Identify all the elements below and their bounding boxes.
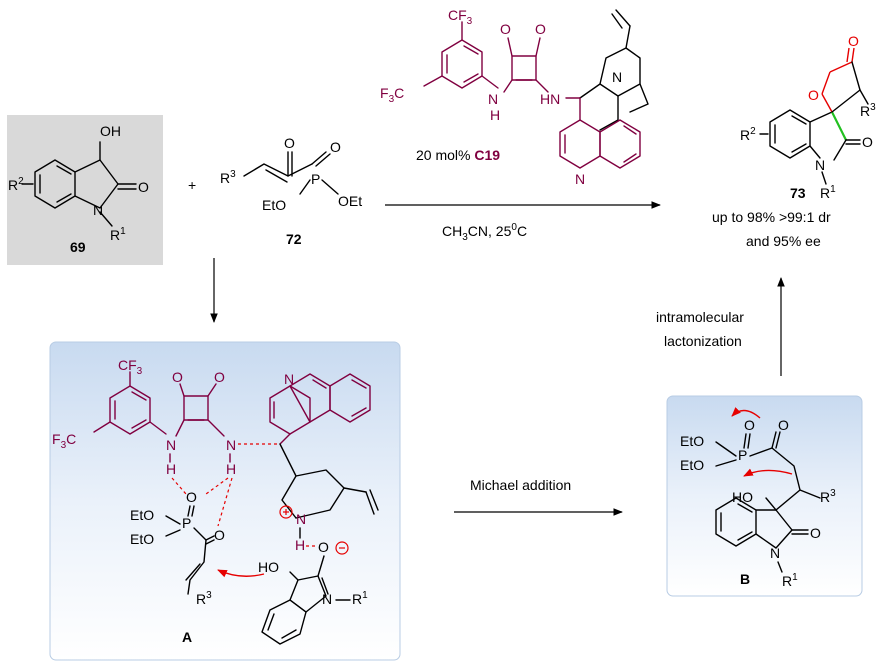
oh-label: OH	[100, 123, 121, 139]
squaramide-o1: O	[500, 21, 511, 37]
gray-box	[7, 115, 163, 265]
solvent-conditions: CH3CN, 250C	[442, 222, 527, 243]
r2-label: R2	[8, 176, 24, 193]
r1-label: R1	[110, 226, 126, 243]
n-bridge-label: N	[612, 69, 622, 85]
n-quinoline-label: N	[575, 171, 585, 187]
aryl-ring	[441, 39, 483, 89]
compound-72: R3 O P O OEt EtO 72	[220, 135, 362, 247]
transition-state-a: CF3 F3C O O N N H H N N	[49, 341, 401, 661]
b-o-ketone: O	[778, 417, 789, 433]
lactone-o-label: O	[848, 33, 859, 49]
a-o-ketone: O	[214, 527, 225, 543]
b-p: P	[738, 447, 747, 463]
a-r1: R1	[352, 590, 368, 607]
a-h2: H	[226, 461, 236, 477]
nh2-label: HN	[540, 91, 560, 107]
a-h1: H	[166, 461, 176, 477]
a-r3: R3	[196, 590, 212, 607]
a-n1: N	[166, 437, 176, 453]
a-cf3-left: F3C	[52, 431, 76, 451]
catalyst-loading: 20 mol% C19	[416, 147, 500, 163]
r3-label: R3	[860, 102, 876, 119]
minus-charge-icon	[335, 541, 349, 555]
b-ho: HO	[732, 489, 753, 505]
a-ho: HO	[258, 559, 279, 575]
catalyst-c19: CF3 F3C O O N H HN N N 20 mol% C19	[380, 7, 649, 187]
cf3-left-label: F3C	[380, 85, 404, 105]
a-n-quinoline: N	[284, 371, 294, 387]
b-curved-arrow-1	[731, 406, 761, 419]
b-o-amide: O	[810, 525, 821, 541]
b-n: N	[770, 545, 780, 561]
b-eto2: EtO	[680, 457, 704, 473]
result-line-1: up to 98% >99:1 dr	[712, 209, 831, 225]
o-label: O	[138, 179, 149, 195]
squaramide-o2: O	[535, 21, 546, 37]
b-o-p: O	[744, 417, 755, 433]
b-eto1: EtO	[680, 433, 704, 449]
product-73: O O O N R1 R2 R3 73 up to 98% >99:1 dr a…	[712, 33, 876, 249]
plus-charge-icon	[279, 505, 293, 519]
compound-label-72: 72	[286, 231, 302, 247]
p-label: P	[311, 171, 320, 187]
a-h3: H	[295, 537, 305, 553]
a-o-enol: O	[318, 539, 329, 555]
nh1-h-label: H	[490, 107, 500, 123]
a-eto2: EtO	[130, 531, 154, 547]
r3-label: R3	[220, 169, 236, 186]
a-p: P	[182, 515, 191, 531]
a-cf3-top: CF3	[118, 357, 143, 377]
cf3-top-label: CF3	[448, 7, 473, 27]
amide-o-label: O	[862, 134, 873, 150]
red-curved-arrow	[217, 569, 265, 578]
eto-label: EtO	[262, 197, 286, 213]
a-n-indole: N	[322, 591, 332, 607]
compound-label-73: 73	[790, 185, 806, 201]
compound-69: OH O N R1 R2 69	[7, 115, 163, 265]
r2-label: R2	[740, 126, 756, 143]
label-a: A	[182, 629, 192, 645]
lactonization-line-1: intramolecular	[656, 309, 744, 325]
a-o1: O	[172, 369, 183, 385]
a-n2: N	[226, 437, 236, 453]
o-ketone-label: O	[284, 135, 295, 151]
intermediate-b: EtO EtO O P O HO R3 O N R1 B	[666, 395, 863, 597]
compound-label-69: 69	[70, 239, 86, 255]
nh1-label: N	[488, 91, 498, 107]
r1-label: R1	[820, 184, 836, 201]
result-line-2: and 95% ee	[746, 233, 821, 249]
n-label: N	[93, 202, 103, 218]
michael-addition-label: Michael addition	[470, 477, 571, 493]
label-b: B	[740, 571, 750, 587]
n-label: N	[815, 157, 825, 173]
o-p-label: O	[330, 139, 341, 155]
a-n-bridge: N	[296, 511, 306, 527]
oet-label: OEt	[338, 193, 362, 209]
ring-o-label: O	[808, 87, 819, 103]
lactonization-line-2: lactonization	[664, 333, 742, 349]
a-o2: O	[214, 369, 225, 385]
plus-sign: +	[188, 177, 196, 193]
blue-box-b	[666, 395, 863, 597]
a-eto1: EtO	[130, 507, 154, 523]
b-r3: R3	[820, 488, 836, 505]
a-o-p: O	[186, 489, 197, 505]
b-r1: R1	[782, 572, 798, 589]
b-curved-arrow-2	[743, 468, 793, 477]
